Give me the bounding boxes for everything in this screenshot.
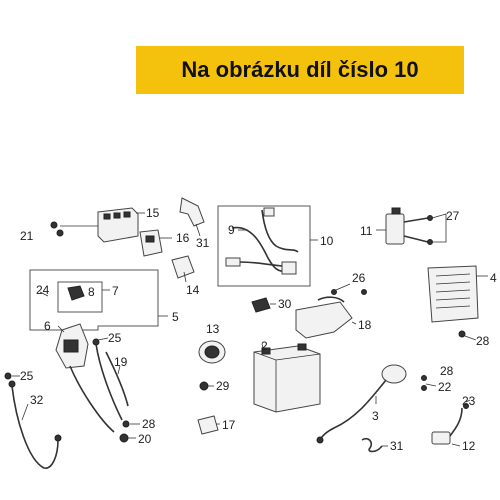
label-28-lower: 28 (142, 417, 156, 431)
label-4: 4 (490, 271, 497, 285)
part-bolt-29 (199, 381, 209, 391)
highlight-box-part-5 (29, 269, 159, 331)
label-20: 20 (138, 432, 152, 446)
part-screw-25-upper (92, 338, 100, 346)
label-12: 12 (462, 439, 476, 453)
part-regulator-4 (427, 265, 479, 323)
part-clip-31 (361, 437, 383, 453)
label-25-lower: 25 (20, 369, 34, 383)
label-16: 16 (176, 231, 190, 245)
highlight-box-part-7 (57, 281, 103, 313)
label-21: 21 (20, 229, 34, 243)
label-5: 5 (172, 310, 179, 324)
label-2: 2 (261, 339, 268, 353)
label-9: 9 (228, 223, 235, 237)
part-wiring-harness-10 (225, 207, 299, 275)
part-ignition-switch-6 (55, 323, 89, 369)
label-8: 8 (88, 285, 95, 299)
label-13: 13 (206, 322, 220, 336)
label-22: 22 (438, 380, 452, 394)
part-connector-12 (431, 407, 463, 445)
part-relay-16 (139, 229, 163, 257)
part-screw-22-a (421, 375, 427, 381)
part-cable-3 (316, 364, 407, 444)
part-battery-bracket-18 (295, 296, 353, 339)
part-switch-17 (197, 415, 219, 435)
label-7: 7 (112, 284, 119, 298)
part-screw-22-b (421, 385, 427, 391)
part-cable-32 (8, 380, 62, 469)
part-screw-26-a (331, 289, 337, 295)
label-27: 27 (446, 209, 460, 223)
highlight-box-part-10 (217, 205, 311, 287)
banner-text: Na obrázku díl číslo 10 (181, 57, 419, 82)
label-15: 15 (146, 206, 160, 220)
part-cable-19 (95, 343, 129, 421)
part-fuse-box (97, 207, 139, 243)
label-32: 32 (30, 393, 44, 407)
label-31-bracket: 31 (196, 236, 210, 250)
label-29: 29 (216, 379, 230, 393)
label-18: 18 (358, 318, 372, 332)
label-6: 6 (44, 319, 51, 333)
label-30: 30 (278, 297, 292, 311)
part-battery-2 (253, 343, 321, 413)
part-lead-ignition (69, 365, 115, 433)
part-starter-relay-11 (385, 207, 433, 245)
label-19: 19 (114, 355, 128, 369)
label-31-clip: 31 (390, 439, 404, 453)
part-bolt-28-regulator (458, 330, 466, 338)
label-28-regulator: 28 (476, 334, 490, 348)
label-14: 14 (186, 283, 200, 297)
part-number-banner: Na obrázku díl číslo 10 (136, 46, 464, 94)
part-screw-28-lower (122, 420, 130, 428)
label-17: 17 (222, 418, 236, 432)
label-3: 3 (372, 409, 379, 423)
label-28-cable: 28 (440, 364, 454, 378)
part-screw-23 (463, 403, 469, 409)
label-25-upper: 25 (108, 331, 122, 345)
part-cap-14 (171, 255, 195, 279)
part-switch-8 (67, 285, 85, 301)
part-connector-30 (251, 297, 271, 313)
part-screw-21 (50, 221, 64, 237)
part-bracket-31 (179, 197, 205, 227)
part-screw-26-b (361, 289, 367, 295)
part-nut-20 (119, 433, 129, 443)
label-11: 11 (360, 224, 373, 238)
label-23: 23 (462, 394, 476, 408)
part-horn-13 (198, 340, 226, 364)
label-26: 26 (352, 271, 366, 285)
label-24: 24 (36, 283, 50, 297)
label-10: 10 (320, 234, 334, 248)
part-screw-25-lower (4, 372, 12, 380)
